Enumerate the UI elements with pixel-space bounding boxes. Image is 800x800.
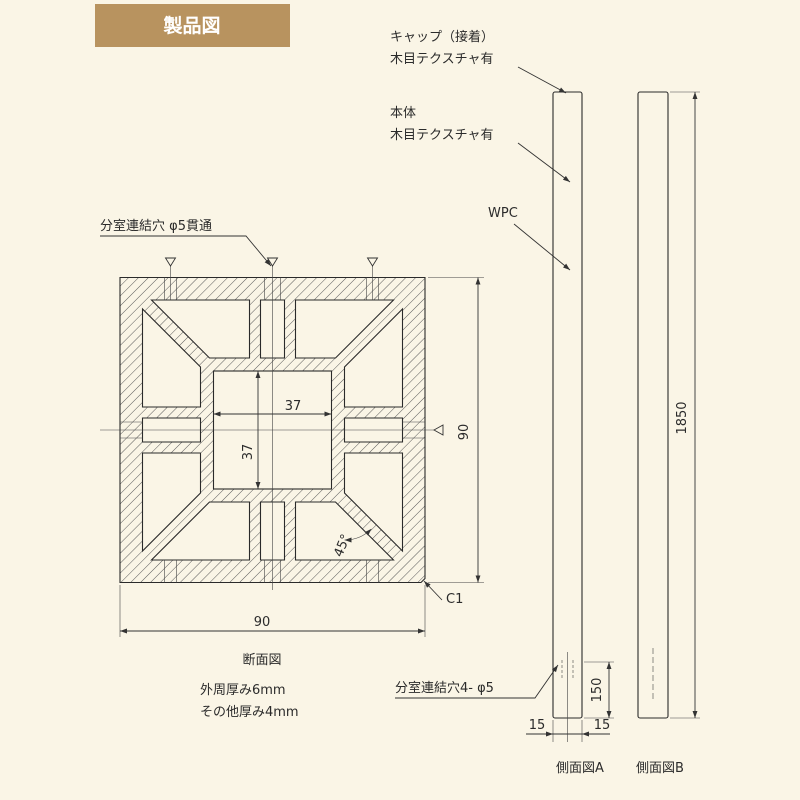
- cross-section: 37 37 45° 90 90 C1 分室連結穴 φ5貫通 断面図 外周厚み6m…: [100, 218, 484, 720]
- title-banner-box: [95, 4, 290, 47]
- dim-inner-width: 37: [285, 399, 302, 414]
- side-view-b: 1850 側面図B: [636, 91, 700, 776]
- side-view-a-caption: 側面図A: [556, 761, 604, 776]
- hole-marker-triangle-right: [366, 257, 379, 267]
- chamfer-label: C1: [446, 592, 463, 607]
- section-void-5: [141, 307, 202, 408]
- cap-callout: キャップ（接着） 木目テクスチャ有: [390, 29, 567, 94]
- side-view-a-body: [552, 91, 583, 719]
- hole-side-leader: [395, 664, 559, 699]
- side-view-b-caption: 側面図B: [636, 761, 684, 776]
- side-view-a: 150 15 15 分室連結穴4- φ5 側面図A: [395, 91, 614, 776]
- body-leader: [517, 142, 571, 183]
- hole-marker-triangle-side: [433, 424, 444, 436]
- hole-through-leader: [100, 235, 272, 267]
- section-void-7: [141, 452, 202, 553]
- material-label: WPC: [488, 206, 518, 221]
- chamfer-leader: [423, 580, 443, 601]
- dim-outer-height: 90: [457, 424, 472, 441]
- section-void-3: [150, 501, 251, 561]
- section-void-8: [343, 452, 404, 553]
- body-label-line1: 本体: [390, 106, 416, 121]
- body-callout: 本体 木目テクスチャ有: [390, 106, 571, 183]
- hole-side-label: 分室連結穴4- φ5: [395, 680, 494, 696]
- section-voids: [141, 299, 404, 561]
- cap-leader: [517, 66, 567, 94]
- section-void-1: [150, 299, 251, 359]
- hole-marker-triangle-left: [164, 257, 177, 267]
- dim-offset-left: 15: [529, 718, 546, 733]
- angle-arc: [344, 528, 372, 543]
- title-text: 製品図: [162, 15, 220, 37]
- section-void-2: [294, 299, 395, 359]
- wall-hole-lines: [120, 277, 425, 583]
- title-banner: 製品図: [95, 4, 290, 47]
- material-callout: WPC: [488, 206, 571, 271]
- note-outer-thickness: 外周厚み6mm: [200, 683, 286, 698]
- body-label-line2: 木目テクスチャ有: [390, 128, 493, 143]
- dim-hole-height: 150: [590, 678, 605, 703]
- dim-offset-right: 15: [594, 718, 611, 733]
- hole-through-label: 分室連結穴 φ5貫通: [100, 218, 212, 234]
- cap-label-line1: キャップ（接着）: [390, 29, 494, 45]
- note-other-thickness: その他厚み4mm: [200, 705, 299, 720]
- section-void-6: [343, 307, 404, 408]
- material-leader: [513, 223, 571, 271]
- dim-length: 1850: [675, 401, 690, 434]
- section-caption: 断面図: [242, 653, 281, 668]
- dim-inner-height: 37: [241, 444, 256, 461]
- side-view-b-body: [637, 91, 669, 719]
- cap-label-line2: 木目テクスチャ有: [390, 52, 493, 67]
- dim-outer-width: 90: [254, 615, 271, 630]
